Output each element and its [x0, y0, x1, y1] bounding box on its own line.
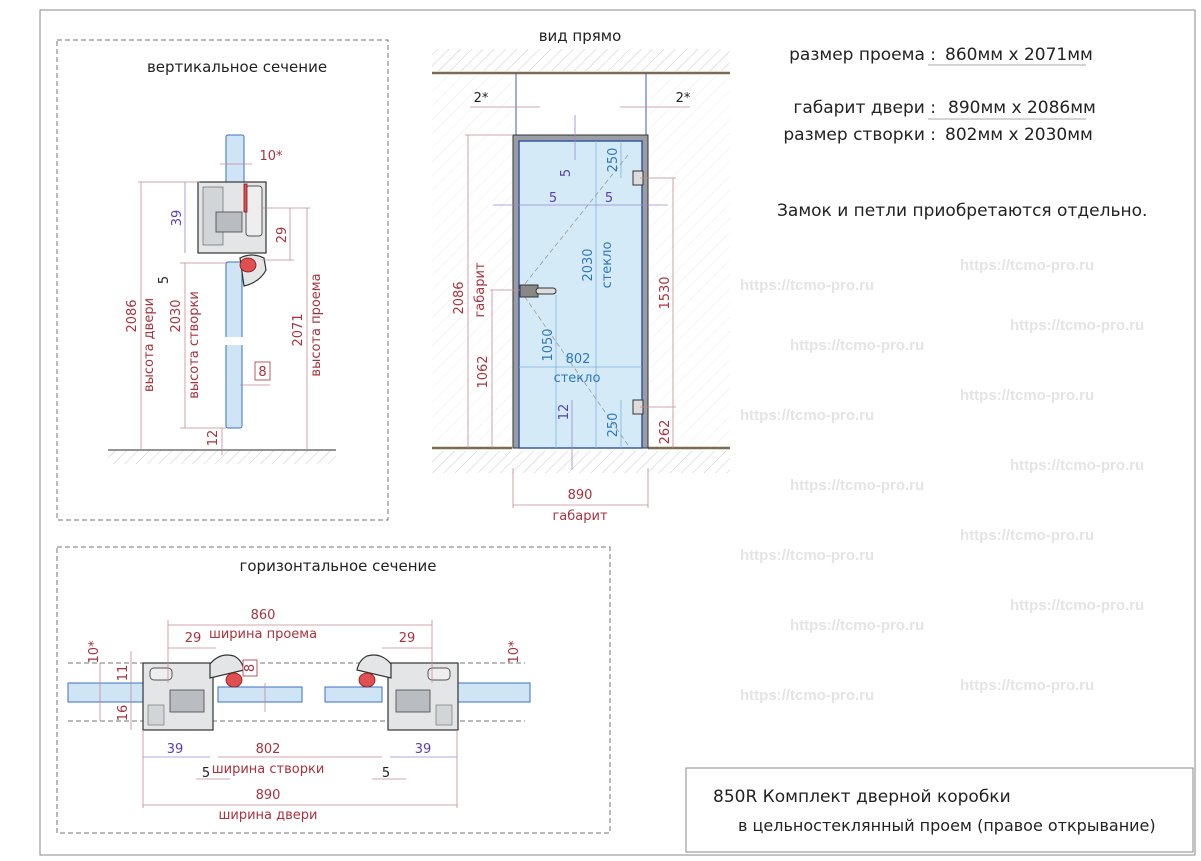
watermark-layer: https://tcmo-pro.ru https://tcmo-pro.ru ht…: [740, 257, 1144, 704]
front-view-title: вид прямо: [539, 27, 622, 45]
profile-height-dim: 39: [170, 210, 185, 227]
watermark-text: https://tcmo-pro.ru: [1010, 317, 1144, 334]
leaf-height-dim: 2030: [169, 299, 184, 332]
watermark-text: https://tcmo-pro.ru: [1010, 457, 1144, 474]
glass-width-dim: 802: [566, 352, 591, 367]
sheet-border: [39, 9, 1196, 856]
watermark-text: https://tcmo-pro.ru: [960, 527, 1094, 544]
watermark-text: https://tcmo-pro.ru: [790, 477, 924, 494]
front-view: вид прямо: [432, 27, 730, 524]
frame-profile-right: [356, 654, 459, 731]
note-text: Замок и петли приобретаются отдельно.: [777, 201, 1147, 221]
door-height-label: высота двери: [142, 298, 157, 392]
hinge-spacing-dim: 1530: [658, 276, 673, 309]
glass-thickness-dim: 8: [258, 365, 266, 380]
frame-profile-left: [142, 654, 245, 731]
horizontal-section-title: горизонтальное сечение: [240, 557, 437, 575]
spec-label-opening: размер проема :: [789, 45, 936, 65]
spec-value-leaf: 802мм x 2030мм: [945, 125, 1093, 145]
vertical-section: вертикальное сечение 2086 высота двери: [56, 39, 389, 521]
glass-thickness-dim: 8: [243, 664, 258, 672]
gap-left-dim: 2*: [474, 91, 489, 106]
spec-value-door: 890мм x 2086мм: [948, 98, 1096, 118]
right-profile-dim: 39: [415, 742, 432, 757]
overall-width-dim: 890: [568, 488, 593, 503]
leaf-gap-left-dim: 5: [202, 766, 210, 781]
left-profile-dim: 39: [167, 742, 184, 757]
spec-label-door: габарит двери :: [793, 98, 936, 118]
glass-height-dim: 2030: [581, 248, 596, 281]
leaf-gap-dim: 5: [157, 276, 172, 284]
watermark-text: https://tcmo-pro.ru: [1010, 597, 1144, 614]
hinge-top-offset-dim: 250: [606, 148, 621, 173]
overall-width-label: габарит: [552, 509, 607, 524]
floor-hatch: [108, 450, 336, 464]
watermark-text: https://tcmo-pro.ru: [790, 337, 924, 354]
frame-profile-vertical: [197, 181, 267, 287]
bottom-gap-dim: 12: [206, 430, 221, 447]
title-block-frame: [685, 767, 1194, 853]
door-width-dim: 890: [256, 788, 281, 803]
gap-top-dim: 5: [559, 169, 574, 177]
gap-left-dim: 10*: [87, 640, 102, 664]
title-line-2: в цельностеклянный проем (правое открыва…: [738, 816, 1156, 835]
spec-value-opening: 860мм x 2071мм: [945, 45, 1093, 65]
gap-dim: 10*: [259, 149, 283, 164]
horizontal-section: горизонтальное сечение: [56, 546, 611, 834]
upper-part-dim: 11: [116, 665, 131, 682]
gap-right-dim: 2*: [676, 91, 691, 106]
door-height-dim: 2086: [125, 299, 140, 332]
watermark-text: https://tcmo-pro.ru: [960, 677, 1094, 694]
watermark-text: https://tcmo-pro.ru: [960, 387, 1094, 404]
horizontal-section-frame: [56, 546, 611, 834]
profile-offset-dim: 29: [275, 227, 290, 244]
vertical-section-frame: [56, 39, 389, 521]
lower-part-dim: 16: [116, 705, 131, 722]
specs-block: размер проема : 860мм x 2071мм габарит д…: [777, 45, 1147, 221]
leaf-gap-right-dim: 5: [382, 766, 390, 781]
leaf-height-label: высота створки: [187, 291, 202, 399]
hinge-bottom-dim: 262: [658, 420, 673, 445]
watermark-text: https://tcmo-pro.ru: [790, 617, 924, 634]
opening-width-dim: 860: [251, 608, 276, 623]
spec-label-leaf: размер створки :: [783, 125, 936, 145]
gap-side-left-dim: 5: [549, 191, 557, 206]
gap-bottom-dim: 12: [557, 404, 572, 421]
opening-width-label: ширина проема: [209, 627, 317, 642]
watermark-text: https://tcmo-pro.ru: [740, 407, 874, 424]
vertical-section-title: вертикальное сечение: [147, 58, 327, 76]
title-line-1: 850R Комплект дверной коробки: [713, 787, 1011, 807]
watermark-text: https://tcmo-pro.ru: [740, 547, 874, 564]
left-offset-dim: 29: [185, 631, 202, 646]
gap-side-right-dim: 5: [605, 191, 613, 206]
leaf-width-dim: 802: [256, 742, 281, 757]
watermark-text: https://tcmo-pro.ru: [740, 687, 874, 704]
right-offset-dim: 29: [399, 631, 416, 646]
handle-height-dim: 1062: [476, 355, 491, 388]
door-width-label: ширина двери: [219, 808, 318, 823]
opening-height-label: высота проема: [309, 273, 324, 376]
glass-height-label: стекло: [600, 242, 615, 289]
watermark-text: https://tcmo-pro.ru: [960, 257, 1094, 274]
overall-height-label: габарит: [473, 262, 488, 317]
opening-height-dim: 2071: [291, 313, 306, 346]
leaf-width-label: ширина створки: [212, 762, 325, 777]
glass-width-label: стекло: [554, 371, 601, 386]
overall-height-dim: 2086: [452, 281, 467, 314]
gap-right-dim: 10*: [507, 640, 522, 664]
title-block: 850R Комплект дверной коробки в цельност…: [685, 767, 1194, 853]
watermark-text: https://tcmo-pro.ru: [740, 277, 874, 294]
handle-icon: [519, 284, 557, 298]
hinge-bottom-offset-dim: 250: [606, 413, 621, 438]
glass-handle-height-dim: 1050: [541, 328, 556, 361]
